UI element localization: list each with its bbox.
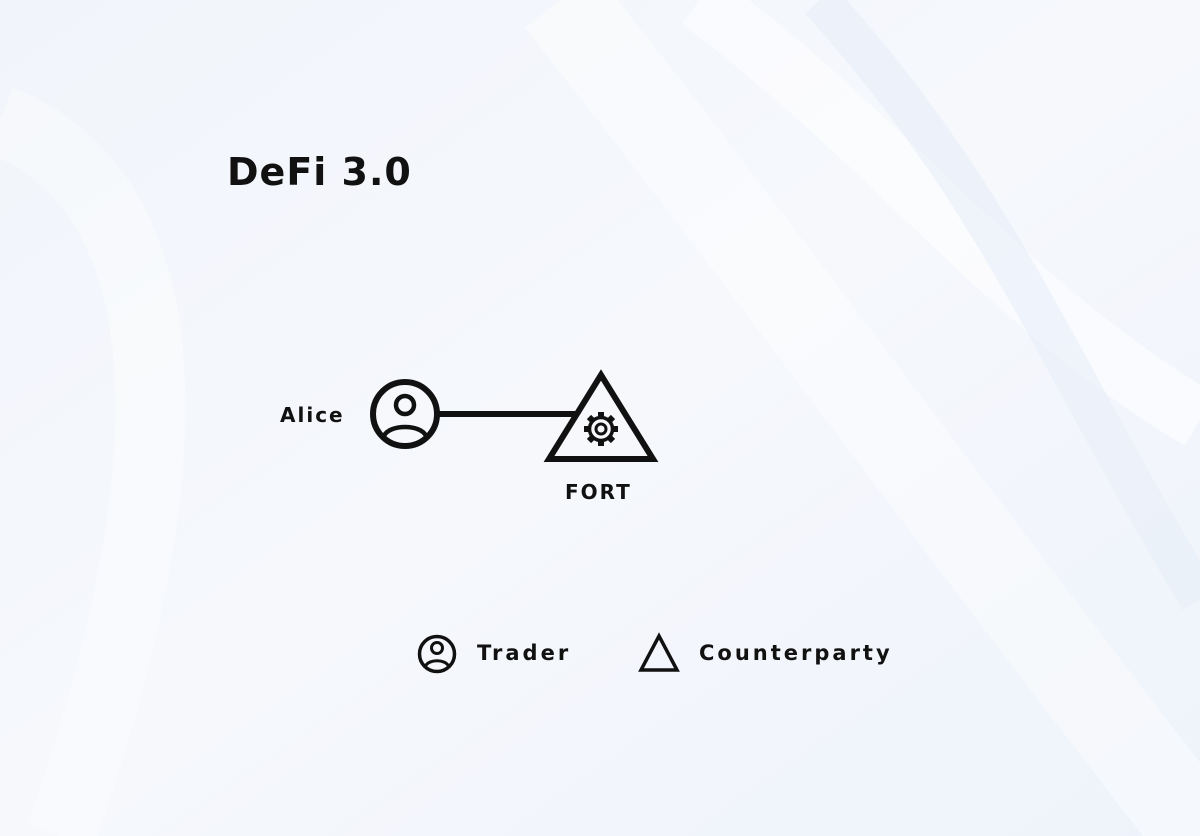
legend-person-circle-icon (417, 634, 457, 674)
gear-triangle-icon[interactable] (543, 369, 659, 462)
legend-label-counterparty: Counterparty (699, 641, 893, 665)
page-title: DeFi 3.0 (227, 150, 412, 194)
gear-icon (584, 412, 618, 446)
node-label-fort: FORT (565, 480, 632, 504)
node-label-alice: Alice (280, 403, 345, 427)
person-circle-icon[interactable] (370, 379, 440, 449)
legend-label-trader: Trader (477, 641, 572, 665)
legend-triangle-icon (638, 632, 680, 672)
